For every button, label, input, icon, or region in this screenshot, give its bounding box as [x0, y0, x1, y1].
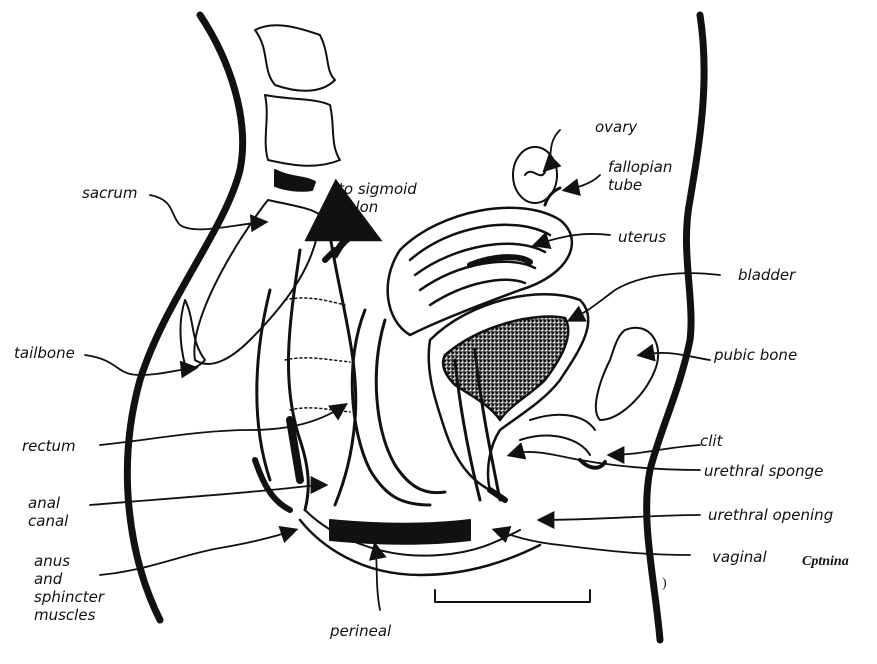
back-outline: [127, 15, 242, 620]
clit-structure: [490, 415, 605, 500]
label-sacrum: sacrum: [82, 184, 138, 202]
pubic-bone-shape: [596, 328, 658, 420]
caption-parenthesis: ): [662, 576, 667, 592]
label-pubic-bone: pubic bone: [714, 346, 797, 364]
rectum-tube: [255, 235, 356, 510]
sigmoid-arrow: [335, 233, 370, 255]
label-to-sigmoid-colon: to sigmoid colon: [338, 180, 417, 216]
label-rectum: rectum: [22, 437, 76, 455]
sacrum-vertebrae: [180, 25, 340, 367]
label-urethral-opening: urethral opening: [708, 506, 833, 524]
label-urethral-sponge: urethral sponge: [704, 462, 823, 480]
scale-bar: [435, 590, 590, 602]
belly-outline: [647, 15, 705, 640]
label-ovary: ovary: [595, 118, 637, 136]
label-clit: clit: [700, 432, 722, 450]
label-anus-sphincter: anus and sphincter muscles: [34, 552, 104, 624]
colon-folds: [285, 298, 350, 412]
label-vaginal: vaginal: [712, 548, 767, 566]
label-bladder: bladder: [738, 266, 795, 284]
label-fallopian-tube: fallopian tube: [608, 158, 672, 194]
label-tailbone: tailbone: [14, 344, 75, 362]
label-anal-canal: anal canal: [28, 494, 68, 530]
label-perineal: perineal: [330, 622, 391, 640]
bladder-shape: [429, 294, 589, 490]
figure-caption: Cptnina: [802, 554, 849, 570]
label-uterus: uterus: [618, 228, 666, 246]
ovary-shape: [513, 147, 560, 205]
